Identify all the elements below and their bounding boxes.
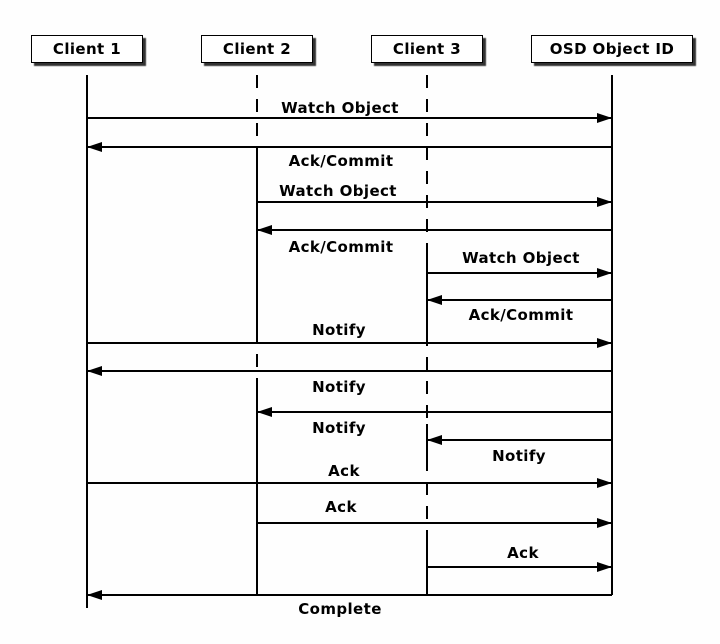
message-label: Ack/Commit bbox=[468, 306, 574, 324]
message-line-ack-commit bbox=[427, 299, 612, 301]
lifeline-client-3 bbox=[426, 75, 428, 252]
arrowhead-right-icon bbox=[597, 517, 612, 528]
message-line-ack bbox=[87, 482, 612, 484]
lifeline-client-2 bbox=[256, 75, 258, 148]
message-line-ack-commit bbox=[257, 229, 612, 231]
arrowhead-left-icon bbox=[87, 589, 102, 600]
lifeline-client-3 bbox=[426, 458, 428, 536]
lifeline-osd-object-id bbox=[611, 75, 613, 595]
message-label: Notify bbox=[312, 419, 366, 437]
message-line-complete bbox=[87, 594, 612, 596]
lifeline-client-2 bbox=[256, 330, 258, 383]
message-label: Complete bbox=[298, 600, 382, 618]
lifeline-client-3 bbox=[426, 333, 428, 424]
message-label: Ack bbox=[328, 462, 360, 480]
arrowhead-left-icon bbox=[427, 294, 442, 305]
arrowhead-right-icon bbox=[597, 196, 612, 207]
message-line-notify bbox=[87, 342, 612, 344]
message-line-notify bbox=[87, 370, 612, 372]
message-line-ack bbox=[427, 566, 612, 568]
arrowhead-left-icon bbox=[87, 141, 102, 152]
message-label: Notify bbox=[312, 321, 366, 339]
arrowhead-left-icon bbox=[87, 365, 102, 376]
participant-box-client-2: Client 2 bbox=[201, 35, 313, 63]
participant-box-osd-object-id: OSD Object ID bbox=[531, 35, 693, 63]
arrowhead-left-icon bbox=[257, 406, 272, 417]
lifeline-client-1 bbox=[86, 75, 88, 608]
message-label: Ack/Commit bbox=[288, 152, 394, 170]
message-label: Ack bbox=[325, 498, 357, 516]
message-line-watch-object bbox=[87, 117, 612, 119]
arrowhead-right-icon bbox=[597, 337, 612, 348]
message-label: Ack bbox=[507, 544, 539, 562]
message-label: Notify bbox=[492, 447, 546, 465]
lifeline-client-3 bbox=[426, 252, 428, 333]
message-label: Ack/Commit bbox=[288, 238, 394, 256]
participant-box-client-3: Client 3 bbox=[371, 35, 483, 63]
message-label: Watch Object bbox=[279, 182, 397, 200]
lifeline-client-2 bbox=[256, 383, 258, 595]
arrowhead-right-icon bbox=[597, 112, 612, 123]
lifeline-client-2 bbox=[256, 148, 258, 330]
arrowhead-right-icon bbox=[597, 267, 612, 278]
arrowhead-left-icon bbox=[427, 434, 442, 445]
participant-box-client-1: Client 1 bbox=[31, 35, 143, 63]
message-label: Watch Object bbox=[281, 99, 399, 117]
message-line-ack-commit bbox=[87, 146, 612, 148]
message-label: Notify bbox=[312, 378, 366, 396]
arrowhead-right-icon bbox=[597, 477, 612, 488]
arrowhead-right-icon bbox=[597, 561, 612, 572]
message-line-watch-object bbox=[257, 201, 612, 203]
message-line-watch-object bbox=[427, 272, 612, 274]
message-line-notify bbox=[427, 439, 612, 441]
message-line-notify bbox=[257, 411, 612, 413]
message-label: Watch Object bbox=[462, 249, 580, 267]
lifeline-client-3 bbox=[426, 536, 428, 595]
message-line-ack bbox=[257, 522, 612, 524]
arrowhead-left-icon bbox=[257, 224, 272, 235]
